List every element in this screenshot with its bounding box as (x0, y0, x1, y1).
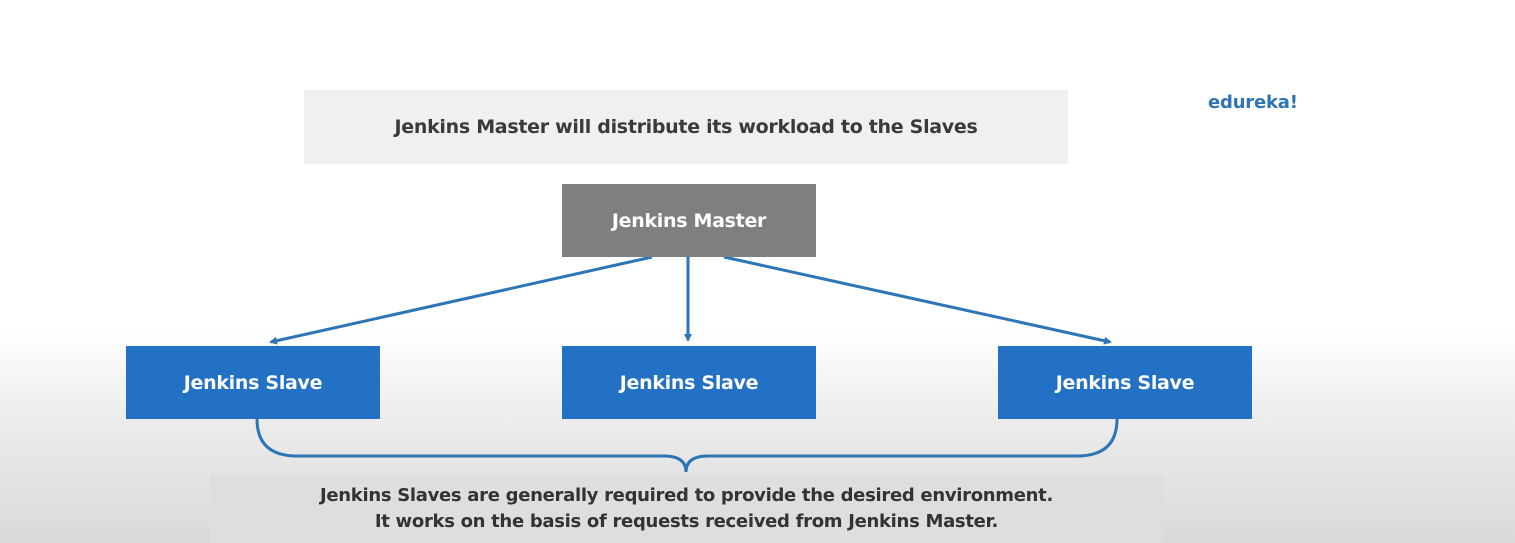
jenkins-master-box: Jenkins Master (562, 184, 816, 257)
description-line-1: Jenkins Slaves are generally required to… (319, 485, 1054, 506)
slaves-description-box: Jenkins Slaves are generally required to… (210, 475, 1163, 543)
curly-brace (255, 418, 1119, 473)
statement-text: Jenkins Master will distribute its workl… (394, 116, 978, 138)
arrow-to-slave-3 (723, 255, 1112, 345)
edureka-logo: edureka! (1208, 92, 1298, 113)
statement-banner: Jenkins Master will distribute its workl… (304, 90, 1068, 164)
jenkins-slave-box-3: Jenkins Slave (998, 346, 1252, 419)
arrow-to-slave-1 (269, 255, 653, 345)
jenkins-slave-box-1: Jenkins Slave (126, 346, 380, 419)
jenkins-slave-box-2: Jenkins Slave (562, 346, 816, 419)
jenkins-slave-label-1: Jenkins Slave (183, 371, 323, 394)
jenkins-slave-label-3: Jenkins Slave (1055, 371, 1195, 394)
description-line-2: It works on the basis of requests receiv… (374, 511, 999, 532)
jenkins-slave-label-2: Jenkins Slave (619, 371, 759, 394)
jenkins-master-label: Jenkins Master (611, 209, 767, 232)
